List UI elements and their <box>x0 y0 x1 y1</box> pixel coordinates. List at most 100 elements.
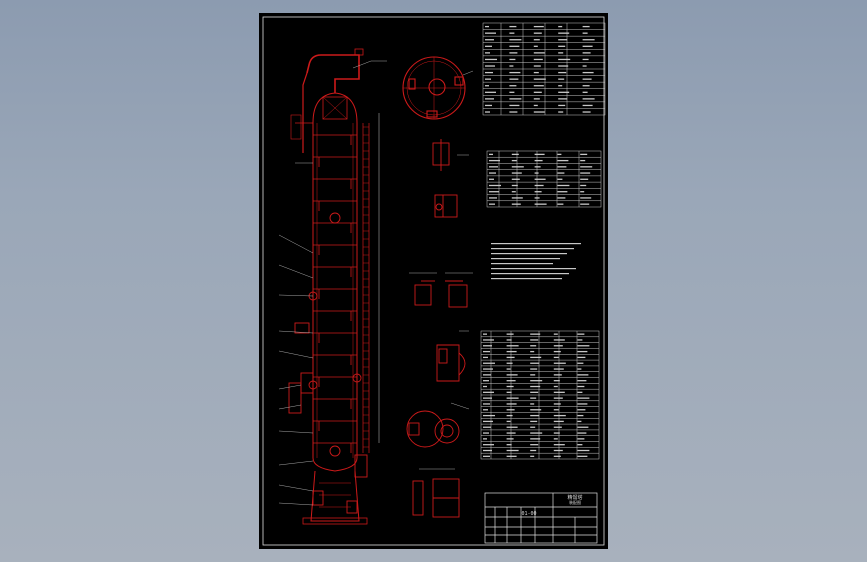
table-design-data-text <box>558 104 566 107</box>
table-nozzles <box>486 150 602 208</box>
table-parts-list-text <box>553 444 565 446</box>
table-nozzles-text <box>489 178 494 180</box>
note-line <box>491 258 560 260</box>
table-design-data-text <box>485 98 494 100</box>
tower-nozzles <box>288 212 368 514</box>
table-parts-list-text <box>506 356 515 359</box>
table-parts-list-text <box>530 339 539 341</box>
table-parts-list-text <box>483 449 492 452</box>
table-parts-list-text <box>577 385 585 388</box>
table-design-data-text <box>582 104 593 107</box>
table-parts-list-text <box>530 356 542 359</box>
table-parts-list-text <box>553 333 558 335</box>
title-block <box>484 492 598 544</box>
table-nozzles-text <box>534 166 541 168</box>
table-parts-list-text <box>506 374 518 376</box>
note-line <box>491 263 553 265</box>
title-primary: 精馏塔 <box>567 494 582 501</box>
table-design-data-text <box>485 39 494 41</box>
table-parts-list-text <box>506 409 515 411</box>
table-parts-list-text <box>483 409 488 411</box>
detail-annotations <box>409 70 474 470</box>
table-design-data-text <box>485 85 489 87</box>
table-nozzles-text <box>489 191 499 193</box>
table-design-data-text <box>533 78 546 80</box>
table-design-data-text <box>509 78 519 80</box>
table-design-data-text <box>558 52 564 54</box>
table-parts-list-text <box>530 345 537 347</box>
table-design-data-text <box>582 65 587 67</box>
table-parts-list-text <box>530 391 539 393</box>
table-design-data-text <box>485 91 496 93</box>
table-parts-list-text <box>530 426 536 428</box>
table-parts-list-text <box>483 339 494 341</box>
table-design-data-text <box>533 58 543 61</box>
table-nozzles-text <box>489 197 497 199</box>
table-nozzles-text <box>534 184 544 187</box>
table-parts-list-text <box>483 414 495 417</box>
table-nozzles-text <box>580 159 586 162</box>
table-design-data-text <box>485 71 493 74</box>
tower-skirt <box>310 470 360 522</box>
table-nozzles-text <box>511 153 519 156</box>
table-design-data-text <box>582 91 588 93</box>
table-nozzles-text <box>534 159 543 162</box>
table-design-data-text <box>533 104 538 107</box>
table-parts-list-text <box>553 420 564 423</box>
table-design-data-text <box>509 104 520 107</box>
table-nozzles-text <box>580 166 593 168</box>
table-parts-list-text <box>530 403 535 405</box>
table-parts-list-text <box>577 333 585 335</box>
table-nozzles-text <box>580 184 587 187</box>
note-line <box>491 268 576 270</box>
table-nozzles-text <box>534 203 547 205</box>
table-design-data-text <box>582 98 595 100</box>
table-parts-list-text <box>506 438 514 440</box>
table-parts-list-text <box>553 403 561 405</box>
sheet-frame <box>262 16 605 546</box>
tray-group <box>313 134 357 453</box>
table-design-data-text <box>509 98 522 100</box>
detail-views <box>406 139 468 518</box>
table-parts-list-text <box>530 397 537 399</box>
table-parts-list-text <box>577 444 583 446</box>
table-parts-list-text <box>483 368 493 370</box>
table-parts-list-text <box>530 438 541 440</box>
table-parts-list-text <box>506 350 517 353</box>
table-design-data-text <box>558 85 563 87</box>
table-parts-list-text <box>506 362 513 364</box>
table-parts-list-text <box>506 444 512 446</box>
table-design-data-text <box>485 104 492 107</box>
table-nozzles-text <box>580 178 589 180</box>
table-design-data-text <box>582 58 589 61</box>
table-nozzles-text <box>557 203 564 205</box>
ladder-rungs <box>363 126 369 448</box>
table-nozzles-text <box>489 153 493 156</box>
table-parts-list-text <box>577 432 587 434</box>
table-parts-list-text <box>577 345 590 347</box>
table-nozzles-text <box>557 197 566 199</box>
table-design-data-text <box>533 32 542 34</box>
table-parts-list-text <box>530 449 537 452</box>
table-parts-list-text <box>483 391 494 393</box>
table-parts-list-text <box>553 455 561 457</box>
table-parts-list-text <box>577 380 587 382</box>
table-parts-list-text <box>506 391 512 393</box>
table-design-data-text <box>533 52 545 54</box>
table-nozzles-text <box>534 153 545 156</box>
table-design-data-text <box>533 85 544 87</box>
technical-tables <box>480 22 606 460</box>
table-parts-list-text <box>553 385 558 388</box>
table-parts-list-text <box>483 444 494 446</box>
table-design-data-text <box>509 65 514 67</box>
table-design-data-text <box>558 45 566 47</box>
table-parts-list-text <box>483 356 488 359</box>
table-parts-list-text <box>553 356 559 359</box>
table-nozzles-text <box>557 172 565 174</box>
table-parts-list-text <box>506 403 517 405</box>
table-parts-list-text <box>483 385 487 388</box>
table-design-data-text <box>509 91 515 93</box>
table-design-data-text <box>509 85 517 87</box>
table-nozzles-text <box>511 172 522 174</box>
table-parts-list-text <box>577 426 589 428</box>
